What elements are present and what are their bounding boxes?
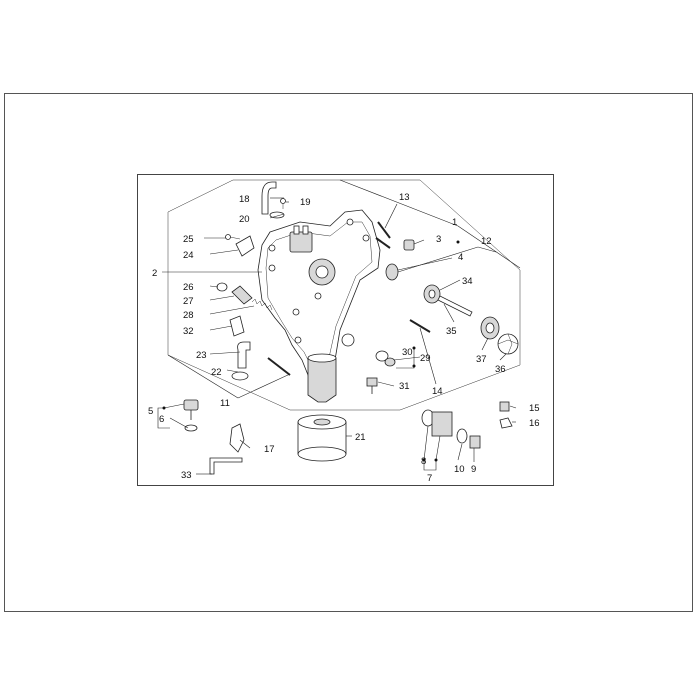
label-25: 25 — [183, 234, 194, 245]
label-35: 35 — [446, 326, 457, 337]
clip-32 — [229, 315, 245, 337]
label-8: 8 — [421, 456, 426, 467]
label-30: 30 — [402, 347, 413, 358]
label-28: 28 — [183, 310, 194, 321]
label-22: 22 — [211, 367, 222, 378]
bracket-dots — [162, 240, 460, 462]
crankcase-cover — [257, 209, 381, 403]
bearing-bore — [428, 289, 436, 299]
label-10: 10 — [454, 464, 465, 475]
pump-shaft-35 — [437, 295, 473, 317]
clamp-20 — [269, 211, 285, 219]
washer-26 — [216, 282, 228, 292]
group-outline — [167, 179, 521, 411]
oil-seal-4 — [385, 263, 399, 281]
label-3: 3 — [436, 234, 441, 245]
hose-23 — [237, 341, 251, 369]
label-29: 29 — [420, 353, 431, 364]
label-15: 15 — [529, 403, 540, 414]
label-6: 6 — [159, 414, 164, 425]
label-23: 23 — [196, 350, 207, 361]
label-32: 32 — [183, 326, 194, 337]
sensor-31 — [366, 377, 378, 394]
diagram-frame — [137, 174, 554, 486]
screw-19 — [280, 198, 286, 209]
bolt-13 — [375, 221, 391, 249]
dipstick-5 — [183, 399, 199, 420]
label-20: 20 — [239, 214, 250, 225]
label-9: 9 — [471, 464, 476, 475]
clip-16 — [499, 417, 513, 429]
label-26: 26 — [183, 282, 194, 293]
clamp-22 — [231, 371, 249, 381]
plunger-27 — [231, 285, 253, 305]
label-11: 11 — [220, 398, 230, 409]
label-31: 31 — [399, 381, 410, 392]
bracket-24 — [235, 235, 255, 257]
impeller-36 — [497, 333, 519, 355]
outer-frame — [4, 93, 693, 612]
label-4: 4 — [458, 252, 463, 263]
seal-bore — [485, 322, 495, 334]
spring-28 — [251, 298, 273, 311]
lever-17 — [229, 423, 245, 453]
filter-element-7 — [421, 409, 453, 437]
bolt-11 — [267, 357, 291, 376]
label-5: 5 — [148, 406, 153, 417]
label-36: 36 — [495, 364, 506, 375]
label-17: 17 — [264, 444, 275, 455]
label-37: 37 — [476, 354, 487, 365]
bolt-14 — [409, 319, 431, 333]
label-19: 19 — [300, 197, 311, 208]
plug-29 — [384, 357, 396, 367]
o-ring-10 — [456, 428, 468, 444]
leader-lines — [157, 179, 521, 475]
label-27: 27 — [183, 296, 194, 307]
label-34: 34 — [462, 276, 473, 287]
label-21: 21 — [355, 432, 366, 443]
label-18: 18 — [239, 194, 250, 205]
o-ring-6 — [184, 424, 198, 432]
label-14: 14 — [432, 386, 443, 397]
dowel-3 — [403, 239, 415, 251]
label-2: 2 — [152, 268, 157, 279]
label-16: 16 — [529, 418, 540, 429]
label-24: 24 — [183, 250, 194, 261]
label-12: 12 — [481, 236, 492, 247]
breather-pipe — [261, 181, 277, 215]
label-1: 1 — [452, 217, 457, 228]
part-labels: 1 2 3 4 5 6 7 8 9 10 11 12 13 14 15 16 1… — [148, 192, 540, 484]
label-7: 7 — [427, 473, 432, 484]
gasket-30 — [375, 350, 389, 362]
oil-filter-21 — [297, 414, 347, 462]
drain-plug-9 — [469, 435, 481, 449]
screw-25 — [225, 234, 241, 240]
bracket-33 — [209, 457, 243, 475]
label-33: 33 — [181, 470, 192, 481]
clip-15 — [499, 401, 510, 412]
label-13: 13 — [399, 192, 410, 203]
